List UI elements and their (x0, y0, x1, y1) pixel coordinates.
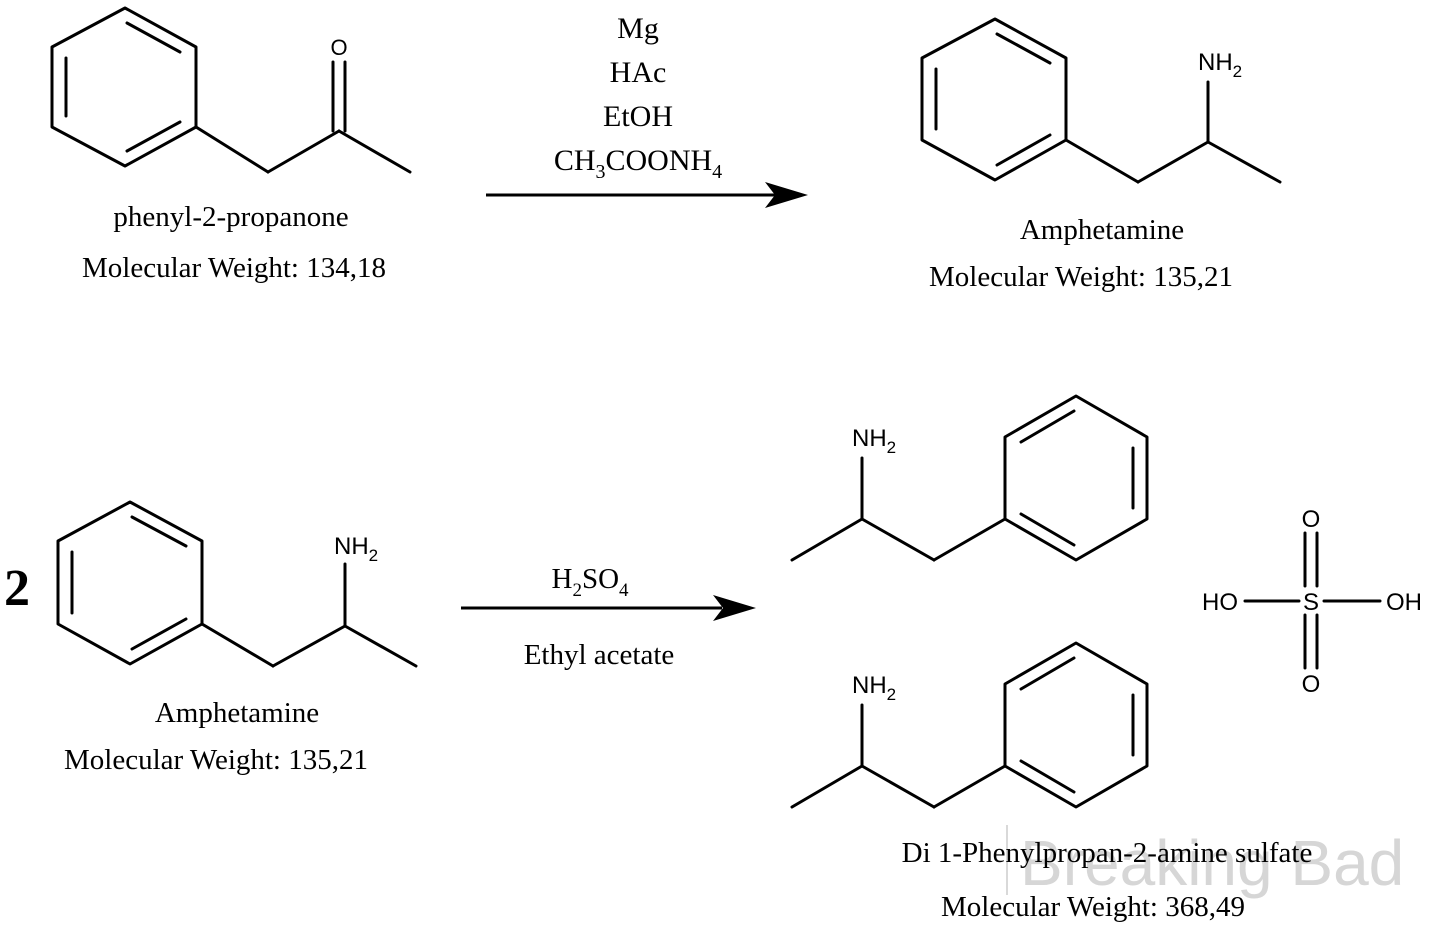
amphetamine-product-structure: NH2 (920, 17, 1282, 184)
amphetamine-reactant-structure: NH2 (56, 500, 418, 668)
hydroxyl-left-label: HO (1202, 589, 1238, 616)
product1-name: Amphetamine (1020, 214, 1184, 246)
reaction-arrow-2 (461, 595, 756, 621)
sulfuric-acid-structure: S O O HO OH (1202, 506, 1422, 698)
reagent-hac: HAc (610, 56, 667, 89)
amphetamine-unit-1: NH2 (790, 394, 1149, 562)
watermark-text: Breaking Bad (1020, 827, 1404, 899)
reactant1-name: phenyl-2-propanone (113, 201, 348, 233)
reactant1-mw: Molecular Weight: 134,18 (82, 252, 386, 284)
p2p-structure: O (50, 6, 412, 174)
amphetamine-unit-2: NH2 (790, 641, 1149, 809)
hydroxyl-right-label: OH (1386, 589, 1422, 616)
product2-mw: Molecular Weight: 368,49 (941, 891, 1245, 923)
amine-label: NH2 (334, 533, 378, 565)
amine-label: NH2 (852, 672, 896, 704)
watermark: Breaking Bad (1006, 825, 1404, 899)
product1-mw: Molecular Weight: 135,21 (929, 261, 1233, 293)
oxygen-label: O (330, 35, 347, 60)
reaction-arrow-1 (486, 182, 808, 208)
reactant2-name: Amphetamine (155, 697, 319, 729)
sulfur-label: S (1303, 589, 1319, 616)
oxygen-top-label: O (1302, 506, 1321, 533)
product2-name: Di 1-Phenylpropan-2-amine sulfate (902, 837, 1313, 869)
reactant2-mw: Molecular Weight: 135,21 (64, 744, 368, 776)
reagent-mg: Mg (617, 12, 659, 45)
reagent-etoh: EtOH (603, 100, 673, 133)
amine-label: NH2 (1198, 49, 1242, 81)
reagent-ammonium-acetate: CH3COONH4 (554, 144, 722, 183)
reagent-ethyl-acetate: Ethyl acetate (524, 639, 675, 671)
oxygen-bottom-label: O (1302, 671, 1321, 698)
amine-label: NH2 (852, 425, 896, 457)
reagent-sulfuric-acid: H2SO4 (551, 563, 629, 601)
stoichiometric-coefficient: 2 (4, 560, 30, 617)
